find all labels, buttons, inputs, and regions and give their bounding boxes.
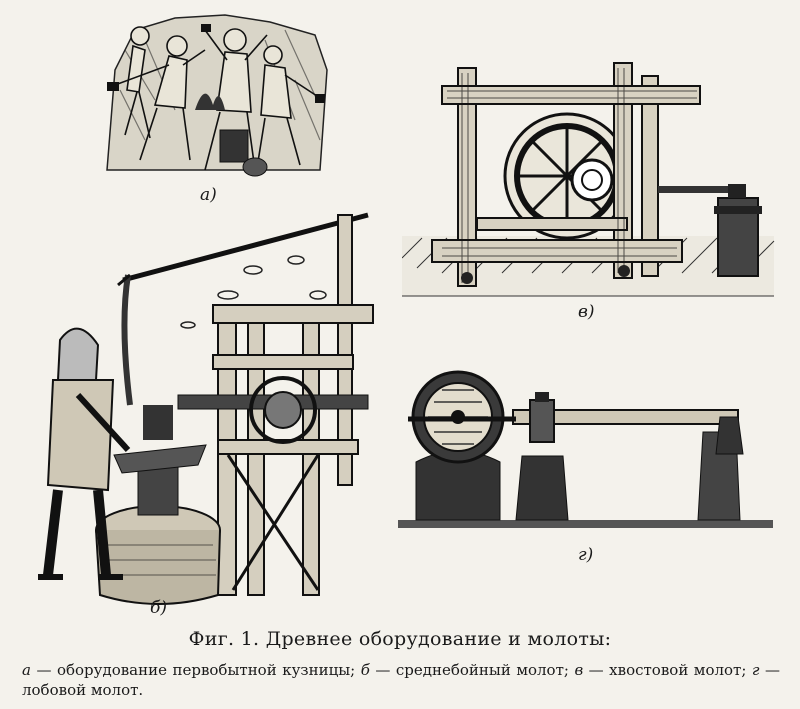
panel-v-label: в) — [578, 302, 595, 322]
caption-item-a: а — оборудование первобытной кузницы; — [22, 661, 356, 679]
panel-v-tail-hammer — [402, 58, 780, 303]
figure-caption-legend: а — оборудование первобытной кузницы; б … — [22, 660, 780, 700]
caption-item-v: в — хвостовой молот; — [574, 661, 747, 679]
panel-a-primitive-smithy — [95, 10, 335, 185]
panel-a-label: а) — [200, 185, 217, 205]
panel-b-label: б) — [150, 598, 168, 618]
tail-hammer-illustration — [402, 62, 775, 297]
primitive-smithy-illustration — [106, 14, 328, 177]
caption-item-b: б — среднебойный молот; — [360, 661, 569, 679]
panel-g-label: г) — [578, 545, 594, 565]
panel-b-medium-blow-hammer — [18, 205, 383, 607]
panel-g-front-hammer — [398, 362, 773, 532]
medium-blow-hammer-illustration — [38, 212, 374, 605]
caption-item-g: г — лобовой молот. — [22, 661, 780, 699]
figure-caption-title: Фиг. 1. Древнее оборудование и молоты: — [188, 628, 612, 650]
front-hammer-illustration — [398, 370, 773, 528]
